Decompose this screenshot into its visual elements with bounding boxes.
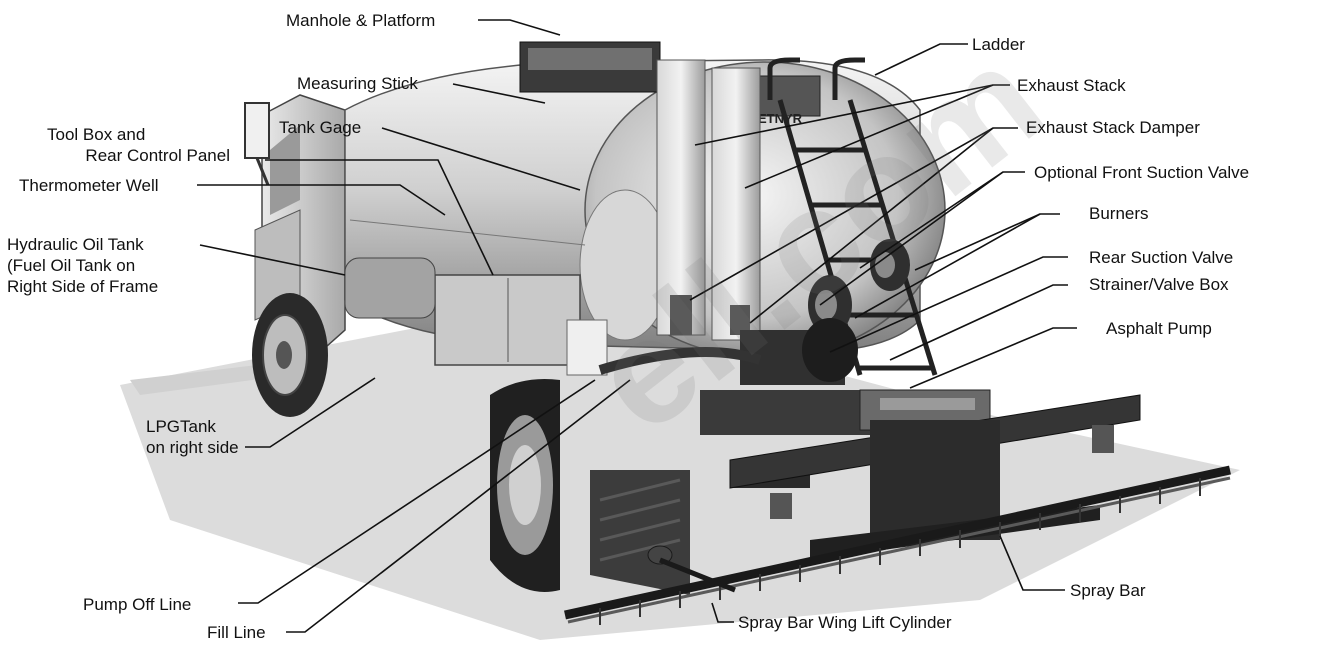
leader-pump-off xyxy=(238,379,596,604)
label-rear-suction-valve: Rear Suction Valve xyxy=(1089,248,1234,267)
label-exhaust-stack: Exhaust Stack xyxy=(1017,76,1126,95)
label-measuring-stick: Measuring Stick xyxy=(297,74,418,93)
leader-tank-gage xyxy=(381,127,581,191)
leader-fill-line xyxy=(286,379,631,633)
label-tank-gage: Tank Gage xyxy=(279,118,362,137)
label-hydraulic-line1: Hydraulic Oil Tank xyxy=(7,235,144,254)
tank-plate: ETNYR xyxy=(758,111,803,126)
leader-thermometer xyxy=(197,184,446,216)
leader-exhaust-damper xyxy=(689,127,1018,301)
label-spray-bar-wing-lift-cylinder: Spray Bar Wing Lift Cylinder xyxy=(738,613,952,632)
label-spray-bar: Spray Bar xyxy=(1070,581,1146,600)
label-asphalt-pump: Asphalt Pump xyxy=(1106,319,1212,338)
spray-bar xyxy=(564,465,1231,625)
label-strainer-valve-box: Strainer/Valve Box xyxy=(1089,275,1229,294)
leader-manhole xyxy=(478,19,561,36)
label-thermometer-well: Thermometer Well xyxy=(19,176,159,195)
leader-strainer xyxy=(889,284,1068,361)
leader-lines xyxy=(197,19,1077,633)
label-lpg-line2: on right side xyxy=(146,438,239,457)
label-hydraulic-line3: Right Side of Frame xyxy=(7,277,159,296)
label-tool-box: Tool Box and Rear Control Panel xyxy=(30,124,230,166)
leader-lpg xyxy=(245,377,376,448)
label-hydraulic-oil-tank: Hydraulic Oil Tank (Fuel Oil Tank on Rig… xyxy=(7,234,158,297)
label-manhole-platform: Manhole & Platform xyxy=(286,11,436,30)
label-tool-box-line2: Rear Control Panel xyxy=(85,146,230,165)
leader-spray-bar xyxy=(999,535,1065,591)
label-pump-off-line: Pump Off Line xyxy=(83,595,192,614)
leader-asphalt-pump xyxy=(909,327,1077,389)
leader-hydraulic xyxy=(199,244,346,276)
label-lpg-tank: LPGTank on right side xyxy=(146,416,239,458)
leader-measuring-stick xyxy=(452,83,546,104)
label-tool-box-line1: Tool Box and xyxy=(47,125,146,144)
leader-tool-box xyxy=(265,159,494,276)
tool-box xyxy=(344,257,608,376)
label-burners: Burners xyxy=(1089,204,1149,223)
exhaust-stacks xyxy=(656,59,761,341)
leader-wing-lift xyxy=(711,602,734,623)
label-exhaust-stack-damper: Exhaust Stack Damper xyxy=(1026,118,1200,137)
leader-ladder xyxy=(874,43,968,76)
front-wheel xyxy=(252,293,328,417)
label-optional-front-suction-valve: Optional Front Suction Valve xyxy=(1034,163,1250,182)
label-hydraulic-line2: (Fuel Oil Tank on xyxy=(7,256,136,275)
leader-rear-suction xyxy=(829,256,1068,353)
label-lpg-line1: LPGTank xyxy=(146,417,216,436)
label-fill-line: Fill Line xyxy=(207,623,266,642)
label-ladder: Ladder xyxy=(972,35,1025,54)
